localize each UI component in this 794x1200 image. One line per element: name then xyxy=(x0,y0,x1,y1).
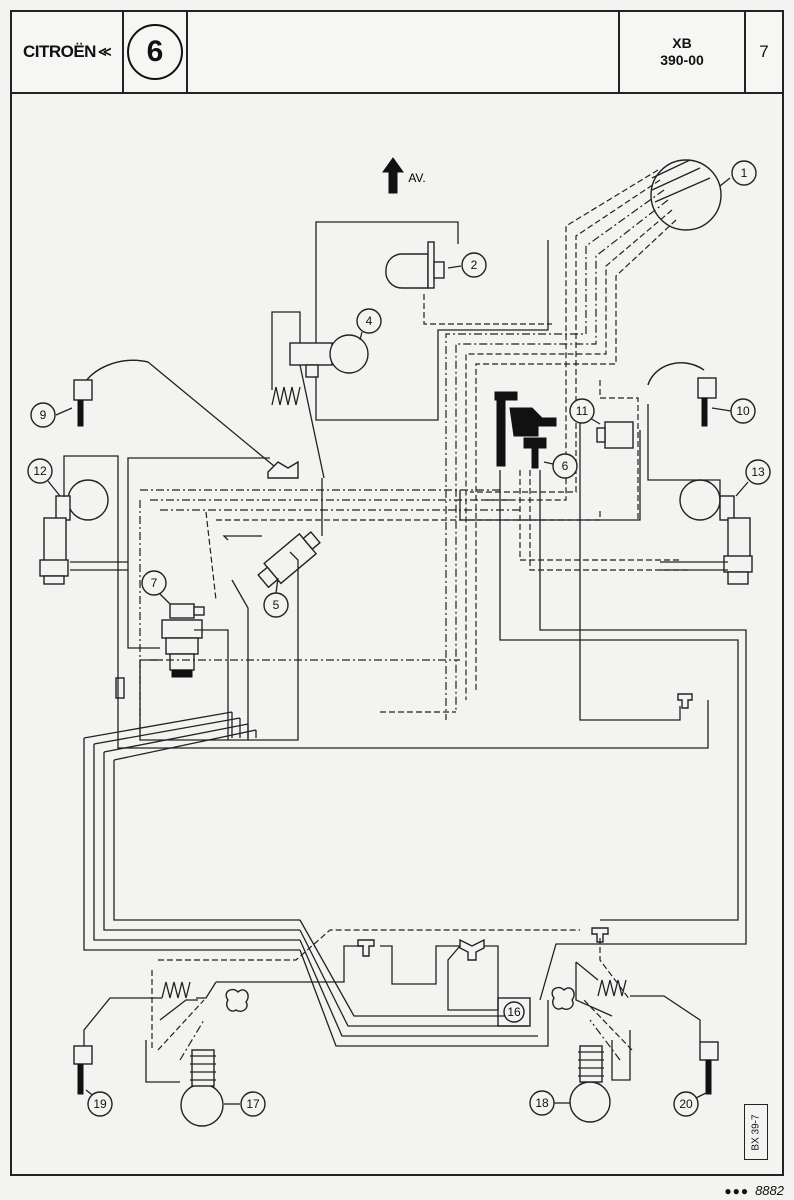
return-circuits xyxy=(139,169,690,1061)
callout-18: 18 xyxy=(535,1096,549,1110)
brand-logo: CITROËN ≪ xyxy=(12,12,124,92)
rear-right-sphere xyxy=(569,1045,611,1123)
pressure-distribution-block xyxy=(494,391,557,469)
rear-brake-cylinders xyxy=(225,986,575,1012)
front-right-wear-sensor xyxy=(647,362,717,427)
hydraulic-pipes xyxy=(63,221,747,1083)
callout-6: 6 xyxy=(562,459,569,473)
front-left-caliper xyxy=(39,479,109,585)
rear-left-sphere xyxy=(180,1049,224,1127)
model-code-cell: XB 390-00 xyxy=(620,12,746,92)
brand-name: CITROËN xyxy=(22,42,97,61)
model-name: XB xyxy=(672,35,692,51)
load-compensator xyxy=(257,531,321,589)
callout-11: 11 xyxy=(576,404,589,418)
callout-19: 19 xyxy=(93,1097,107,1111)
page-number: 7 xyxy=(759,42,769,61)
callout-10: 10 xyxy=(736,404,750,418)
reference-code: BX 39-7 xyxy=(750,1113,762,1151)
forward-direction-arrow: AV. xyxy=(382,157,426,194)
operation-code: 390-00 xyxy=(660,52,704,68)
title-cell xyxy=(188,12,620,92)
return-springs xyxy=(161,386,627,999)
chapter-number: 6 xyxy=(127,24,183,80)
callout-20: 20 xyxy=(679,1097,693,1111)
chevron-logo-icon: ≪ xyxy=(97,44,112,59)
callout-7: 7 xyxy=(151,576,158,590)
callout-12: 12 xyxy=(33,464,47,478)
chapter-cell: 6 xyxy=(124,12,188,92)
brake-switch xyxy=(385,241,445,289)
callout-labels: 1 2 4 5 6 7 9 10 11 12 13 16 17 18 19 20 xyxy=(27,160,771,1117)
header-bar: CITROËN ≪ 6 XB 390-00 7 xyxy=(10,10,784,94)
reference-stamp: BX 39-7 xyxy=(744,1104,768,1160)
footer-dots-icon: ●●● xyxy=(724,1183,750,1198)
pressure-switch xyxy=(596,421,634,449)
callout-9: 9 xyxy=(40,408,47,422)
rear-right-wear-sensor xyxy=(699,1041,719,1095)
brake-control-valve xyxy=(289,334,369,378)
pipe-unions xyxy=(115,460,693,961)
callout-16: 16 xyxy=(507,1005,521,1019)
front-right-caliper xyxy=(679,479,753,585)
rear-left-wear-sensor xyxy=(73,1045,93,1095)
direction-label: AV. xyxy=(408,171,425,185)
footer-number: 8882 xyxy=(755,1183,784,1198)
brake-valve-unit xyxy=(161,603,205,678)
front-left-wear-sensor xyxy=(73,359,149,427)
footer: ●●● 8882 xyxy=(724,1183,784,1198)
callout-1: 1 xyxy=(741,166,748,180)
callout-4: 4 xyxy=(366,314,373,328)
callout-13: 13 xyxy=(751,465,765,479)
callout-2: 2 xyxy=(471,258,478,272)
callout-17: 17 xyxy=(246,1097,260,1111)
callout-5: 5 xyxy=(273,598,280,612)
